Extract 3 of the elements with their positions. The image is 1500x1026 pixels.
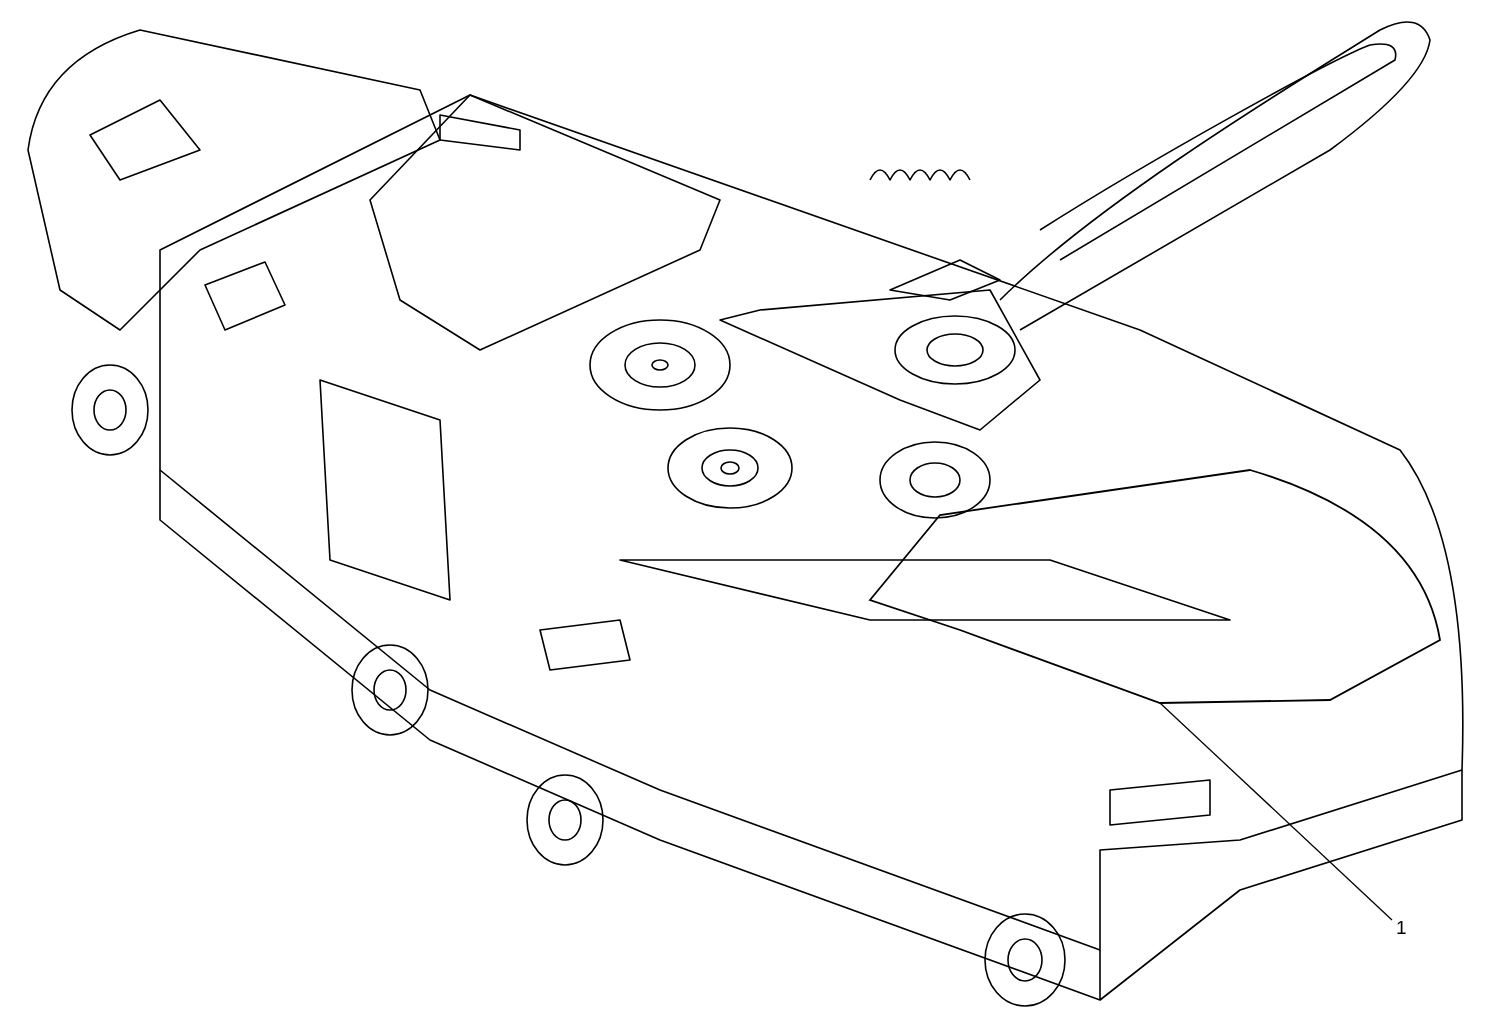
belt-cover: [869, 469, 1441, 704]
callout-number: 1: [1396, 918, 1407, 937]
leader-line: [1159, 702, 1393, 921]
